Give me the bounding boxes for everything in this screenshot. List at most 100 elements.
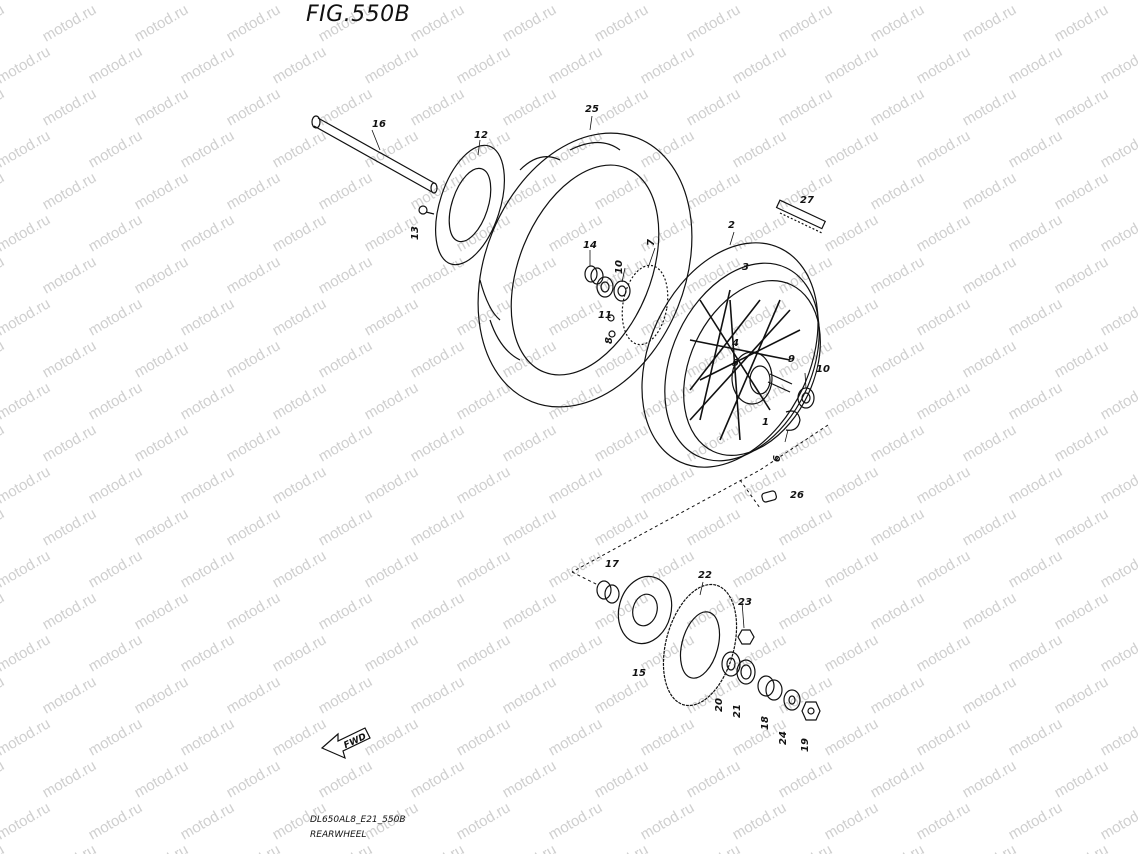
watermark-text: motod.ru <box>960 337 1020 381</box>
watermark-text: motod.ru <box>316 85 376 129</box>
watermark-text: motod.ru <box>86 295 146 339</box>
watermark-text: motod.ru <box>0 0 53 3</box>
callout-25: 25 <box>585 104 599 115</box>
watermark-text: motod.ru <box>776 421 836 465</box>
callout-14: 14 <box>583 240 597 251</box>
watermark-text: motod.ru <box>592 421 652 465</box>
watermark-text: motod.ru <box>730 0 790 3</box>
watermark-text: motod.ru <box>730 127 790 171</box>
watermark-text: motod.ru <box>0 295 53 339</box>
watermark-text: motod.ru <box>408 841 468 854</box>
watermark-text: motod.ru <box>776 589 836 633</box>
watermark-text: motod.ru <box>362 463 422 507</box>
watermark-text: motod.ru <box>592 1 652 45</box>
watermark-text: motod.ru <box>408 757 468 801</box>
watermark-text: motod.ru <box>730 43 790 87</box>
watermark-text: motod.ru <box>546 295 606 339</box>
watermark-text: motod.ru <box>684 505 744 549</box>
watermark-text: motod.ru <box>500 421 560 465</box>
watermark-text: motod.ru <box>132 589 192 633</box>
watermark-text: motod.ru <box>776 169 836 213</box>
watermark-text: motod.ru <box>0 211 53 255</box>
watermark-text: motod.ru <box>914 379 974 423</box>
watermark-text: motod.ru <box>914 799 974 843</box>
watermark-text: motod.ru <box>638 127 698 171</box>
callout-13: 13 <box>410 226 421 240</box>
watermark-text: motod.ru <box>362 295 422 339</box>
watermark-text: motod.ru <box>684 841 744 854</box>
callout-12: 12 <box>474 130 488 141</box>
watermark-text: motod.ru <box>316 505 376 549</box>
watermark-text: motod.ru <box>40 673 100 717</box>
watermark-text: motod.ru <box>454 379 514 423</box>
watermark-text: motod.ru <box>224 841 284 854</box>
watermark-text: motod.ru <box>316 673 376 717</box>
watermark-text: motod.ru <box>500 337 560 381</box>
watermark-text: motod.ru <box>224 421 284 465</box>
watermark-text: motod.ru <box>454 799 514 843</box>
watermark-text: motod.ru <box>1052 169 1112 213</box>
watermark-text: motod.ru <box>0 631 53 675</box>
watermark-text: motod.ru <box>960 841 1020 854</box>
watermark-text: motod.ru <box>408 253 468 297</box>
watermark-text: motod.ru <box>86 463 146 507</box>
watermark-text: motod.ru <box>500 1 560 45</box>
watermark-text: motod.ru <box>408 337 468 381</box>
watermark-text: motod.ru <box>178 715 238 759</box>
drawing-code: DL650AL8_E21_550B <box>310 815 406 825</box>
watermark-text: motod.ru <box>500 169 560 213</box>
callout-26: 26 <box>790 490 804 501</box>
watermark-text: motod.ru <box>546 379 606 423</box>
watermark-text: motod.ru <box>40 85 100 129</box>
watermark-text: motod.ru <box>224 337 284 381</box>
watermark-text: motod.ru <box>132 505 192 549</box>
callout-27: 27 <box>800 195 814 206</box>
watermark-text: motod.ru <box>1098 463 1138 507</box>
watermark-text: motod.ru <box>132 169 192 213</box>
watermark-text: motod.ru <box>1052 589 1112 633</box>
watermark-text: motod.ru <box>178 0 238 3</box>
watermark-text: motod.ru <box>0 505 7 549</box>
watermark-text: motod.ru <box>316 589 376 633</box>
watermark-text: motod.ru <box>40 421 100 465</box>
watermark-text: motod.ru <box>454 211 514 255</box>
watermark-text: motod.ru <box>868 85 928 129</box>
watermark-text: motod.ru <box>1098 43 1138 87</box>
watermark-text: motod.ru <box>960 253 1020 297</box>
watermark-text: motod.ru <box>960 421 1020 465</box>
watermark-text: motod.ru <box>316 421 376 465</box>
watermark-text: motod.ru <box>960 589 1020 633</box>
watermark-text: motod.ru <box>40 757 100 801</box>
watermark-text: motod.ru <box>132 337 192 381</box>
watermark-text: motod.ru <box>40 169 100 213</box>
watermark-text: motod.ru <box>1098 631 1138 675</box>
watermark-text: motod.ru <box>178 631 238 675</box>
watermark-text: motod.ru <box>868 505 928 549</box>
watermark-text: motod.ru <box>868 253 928 297</box>
watermark-text: motod.ru <box>822 211 882 255</box>
watermark-text: motod.ru <box>1098 211 1138 255</box>
callout-11: 11 <box>598 310 612 321</box>
watermark-text: motod.ru <box>592 253 652 297</box>
watermark-text: motod.ru <box>1006 631 1066 675</box>
watermark-text: motod.ru <box>500 673 560 717</box>
watermark-text: motod.ru <box>178 127 238 171</box>
fwd-direction-arrow: FWD <box>322 728 370 758</box>
watermark-text: motod.ru <box>1052 253 1112 297</box>
watermark-text: motod.ru <box>1098 547 1138 591</box>
watermark-text: motod.ru <box>1006 463 1066 507</box>
watermark-text: motod.ru <box>0 757 7 801</box>
watermark-text: motod.ru <box>270 295 330 339</box>
watermark-text: motod.ru <box>132 1 192 45</box>
watermark-text: motod.ru <box>500 757 560 801</box>
watermark-text: motod.ru <box>270 43 330 87</box>
watermark-text: motod.ru <box>638 211 698 255</box>
watermark-text: motod.ru <box>1052 85 1112 129</box>
watermark-text: motod.ru <box>1052 505 1112 549</box>
watermark-text: motod.ru <box>868 169 928 213</box>
watermark-text: motod.ru <box>500 841 560 854</box>
watermark-text: motod.ru <box>454 715 514 759</box>
watermark-text: motod.ru <box>730 547 790 591</box>
